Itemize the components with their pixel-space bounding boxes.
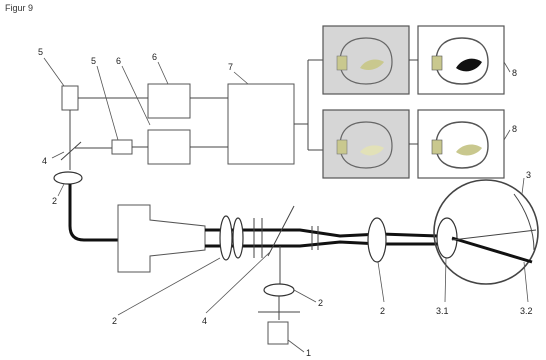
label-6a: 6 xyxy=(116,56,121,66)
leader-line xyxy=(157,61,169,85)
label-4-bottom: 4 xyxy=(202,316,207,326)
beam-splitter-4 xyxy=(60,141,82,161)
leader-line xyxy=(523,261,529,303)
leader-line xyxy=(233,71,249,85)
label-8-top: 8 xyxy=(512,68,517,78)
beam-splitter-center xyxy=(267,205,295,257)
eye-beam xyxy=(451,236,533,264)
leader-line xyxy=(377,261,385,303)
figure-title: Figur 9 xyxy=(5,3,34,13)
lens-main-1 xyxy=(219,215,233,261)
label-2-left: 2 xyxy=(52,196,57,206)
leader-line xyxy=(521,177,525,195)
label-3-1: 3.1 xyxy=(436,306,449,316)
processor-box-7 xyxy=(227,83,295,165)
label-5a: 5 xyxy=(38,47,43,57)
leader-line xyxy=(444,257,447,303)
label-2-bottom-c: 2 xyxy=(380,306,385,316)
label-4: 4 xyxy=(42,156,47,166)
lens-main-2 xyxy=(232,217,244,259)
label-2-bottom-b: 2 xyxy=(318,298,323,308)
lens-2-bottom xyxy=(263,283,295,297)
leader-line xyxy=(205,251,271,314)
eye-3 xyxy=(433,179,539,285)
leader-line xyxy=(96,65,119,141)
label-5b: 5 xyxy=(91,56,96,66)
fiber-collimator xyxy=(117,204,206,273)
beam-path-upper xyxy=(205,228,439,238)
eye-sketch-bottom-white xyxy=(431,121,489,169)
leader-line xyxy=(503,61,511,73)
leader-line xyxy=(51,151,65,159)
label-3: 3 xyxy=(526,170,531,180)
eye-sketch-top-gray xyxy=(336,37,393,85)
eye-beam-thin xyxy=(451,229,537,241)
lens-2-left xyxy=(53,171,83,185)
leader-line xyxy=(57,183,65,197)
amplifier-box-6-top xyxy=(147,83,191,119)
detector-box-5b xyxy=(111,139,133,155)
leader-line xyxy=(43,57,65,87)
leader-line xyxy=(121,65,151,126)
eye-sketch-bottom-gray xyxy=(336,121,393,169)
eye-sketch-top-white xyxy=(431,37,489,85)
label-8-bottom: 8 xyxy=(512,124,517,134)
label-2-bottom-a: 2 xyxy=(112,316,117,326)
leader-line xyxy=(293,289,317,303)
retina-arc xyxy=(513,193,535,251)
optical-fiber xyxy=(68,184,118,242)
lens-2-right xyxy=(367,217,387,263)
label-7: 7 xyxy=(228,62,233,72)
amplifier-box-6-bottom xyxy=(147,129,191,165)
label-3-2: 3.2 xyxy=(520,306,533,316)
label-6: 6 xyxy=(152,52,157,62)
leader-line xyxy=(503,129,511,141)
label-1: 1 xyxy=(306,348,311,358)
light-source-1 xyxy=(267,321,289,345)
leader-line xyxy=(117,257,221,316)
leader-line xyxy=(287,339,305,353)
beam-path-lower xyxy=(205,240,438,248)
detector-box-5 xyxy=(61,85,79,111)
